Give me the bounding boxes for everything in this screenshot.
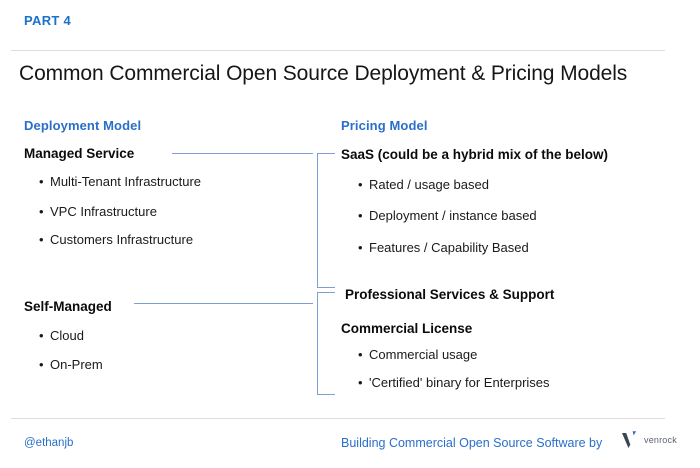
list-item-label: Cloud	[50, 328, 84, 343]
bullet-icon: •	[39, 232, 44, 247]
list-item-label: Commercial usage	[369, 347, 478, 362]
list-item-label: 'Certified' binary for Enterprises	[369, 375, 550, 390]
group-title-saas: SaaS (could be a hybrid mix of the below…	[341, 147, 609, 162]
connector-stub-to-saas	[317, 153, 335, 154]
list-item: • Commercial usage	[358, 347, 477, 362]
column-heading-pricing: Pricing Model	[341, 118, 428, 133]
group-title-managed-service: Managed Service	[24, 146, 135, 161]
list-item: • Customers Infrastructure	[39, 232, 193, 247]
list-item-label: Rated / usage based	[369, 177, 489, 192]
connector-line-managed-service	[172, 153, 313, 154]
list-item: • Features / Capability Based	[358, 240, 529, 255]
list-item: • Cloud	[39, 328, 84, 343]
group-title-self-managed: Self-Managed	[24, 299, 112, 314]
bullet-icon: •	[39, 174, 44, 189]
connector-stub-to-professional-services	[317, 292, 335, 293]
bullet-icon: •	[39, 357, 44, 372]
bullet-icon: •	[358, 375, 363, 390]
part-label: PART 4	[24, 13, 72, 28]
bullet-icon: •	[358, 347, 363, 362]
connector-bracket-top-spine	[317, 153, 318, 288]
list-item: • Deployment / instance based	[358, 208, 537, 223]
list-item-label: Customers Infrastructure	[50, 232, 194, 247]
page-title: Common Commercial Open Source Deployment…	[19, 62, 628, 85]
bullet-icon: •	[358, 177, 363, 192]
list-item-label: On-Prem	[50, 357, 103, 372]
group-title-commercial-license: Commercial License	[341, 321, 473, 336]
venrock-logo: venrock	[621, 430, 677, 449]
bullet-icon: •	[358, 240, 363, 255]
venrock-wordmark: venrock	[644, 434, 677, 445]
list-item-label: Features / Capability Based	[369, 240, 529, 255]
column-heading-deployment: Deployment Model	[24, 118, 142, 133]
bullet-icon: •	[39, 204, 44, 219]
list-item: • On-Prem	[39, 357, 103, 372]
list-item-label: VPC Infrastructure	[50, 204, 157, 219]
group-title-professional-services: Professional Services & Support	[345, 287, 555, 302]
list-item: • 'Certified' binary for Enterprises	[358, 375, 550, 390]
connector-stub-top-bracket-bottom	[317, 287, 335, 288]
footer-handle[interactable]: @ethanjb	[24, 437, 74, 449]
footer-divider	[11, 418, 665, 419]
connector-line-self-managed	[134, 303, 313, 304]
list-item-label: Deployment / instance based	[369, 208, 537, 223]
list-item-label: Multi-Tenant Infrastructure	[50, 174, 202, 189]
list-item: • Rated / usage based	[358, 177, 489, 192]
connector-stub-bottom-bracket-bottom	[317, 394, 335, 395]
footer-caption-text: Building Commercial Open Source Software	[341, 436, 586, 450]
footer-by-label: by	[589, 436, 603, 450]
connector-bracket-bottom-spine	[317, 292, 318, 394]
footer-caption: Building Commercial Open Source Software…	[341, 436, 602, 450]
bullet-icon: •	[358, 208, 363, 223]
list-item: • Multi-Tenant Infrastructure	[39, 174, 201, 189]
venrock-v-icon	[622, 431, 637, 448]
list-item: • VPC Infrastructure	[39, 204, 157, 219]
bullet-icon: •	[39, 328, 44, 343]
header-divider	[11, 50, 665, 51]
